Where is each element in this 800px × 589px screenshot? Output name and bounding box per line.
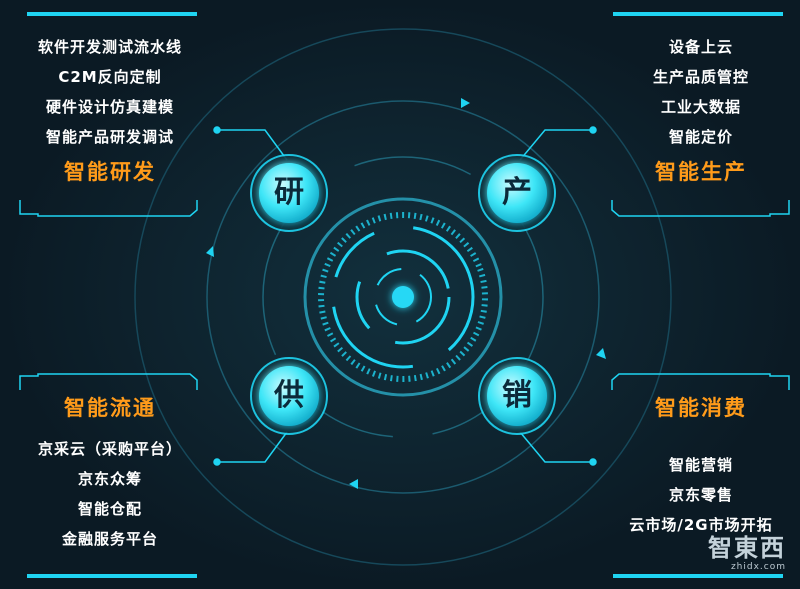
list-item: 智能产品研发调试 [45, 128, 174, 146]
panel-heading: 智能流通 [64, 396, 156, 420]
list-item: 工业大数据 [660, 98, 741, 116]
center-dot [392, 286, 414, 308]
list-item: 京东零售 [668, 486, 733, 504]
node-supply: 供 [274, 378, 304, 413]
list-item: 云市场/2G市场开拓 [629, 516, 773, 534]
list-item: 软件开发测试流水线 [37, 38, 182, 56]
panel-production: 设备上云 生产品质管控 工业大数据 智能定价 智能生产 [612, 32, 790, 190]
panel-heading: 智能生产 [655, 160, 747, 184]
panel-rd: 软件开发测试流水线 C2M反向定制 硬件设计仿真建模 智能产品研发调试 智能研发 [20, 32, 200, 190]
list-item: 智能营销 [668, 456, 733, 474]
panel-heading: 智能研发 [64, 160, 156, 184]
panel-consumption: 智能消费 智能营销 京东零售 云市场/2G市场开拓 [612, 390, 790, 540]
node-circles [250, 154, 556, 435]
list-item: 京东众筹 [77, 470, 142, 488]
panel-circulation: 智能流通 京采云（采购平台） 京东众筹 智能仓配 金融服务平台 [20, 390, 200, 554]
list-item: C2M反向定制 [58, 68, 162, 86]
watermark-logo-text: 智東西 [708, 534, 786, 562]
list-item: 京采云（采购平台） [37, 440, 182, 458]
orbit-arrows [206, 98, 606, 489]
list-item: 金融服务平台 [61, 530, 158, 548]
panel-frames [19, 12, 790, 578]
list-item: 硬件设计仿真建模 [45, 98, 174, 116]
panel-heading: 智能消费 [655, 396, 747, 420]
watermark-logo: 智東西 zhidx.com [691, 535, 786, 575]
list-item: 智能仓配 [77, 500, 142, 518]
orbit-rings [134, 28, 672, 566]
watermark-url: zhidx.com [730, 562, 786, 572]
node-sales: 销 [502, 378, 532, 413]
node-rd: 研 [274, 175, 304, 210]
list-item: 生产品质管控 [652, 68, 749, 86]
connector-lines [213, 126, 597, 466]
list-item: 智能定价 [668, 128, 733, 146]
list-item: 设备上云 [668, 38, 733, 56]
node-production: 产 [502, 175, 532, 210]
